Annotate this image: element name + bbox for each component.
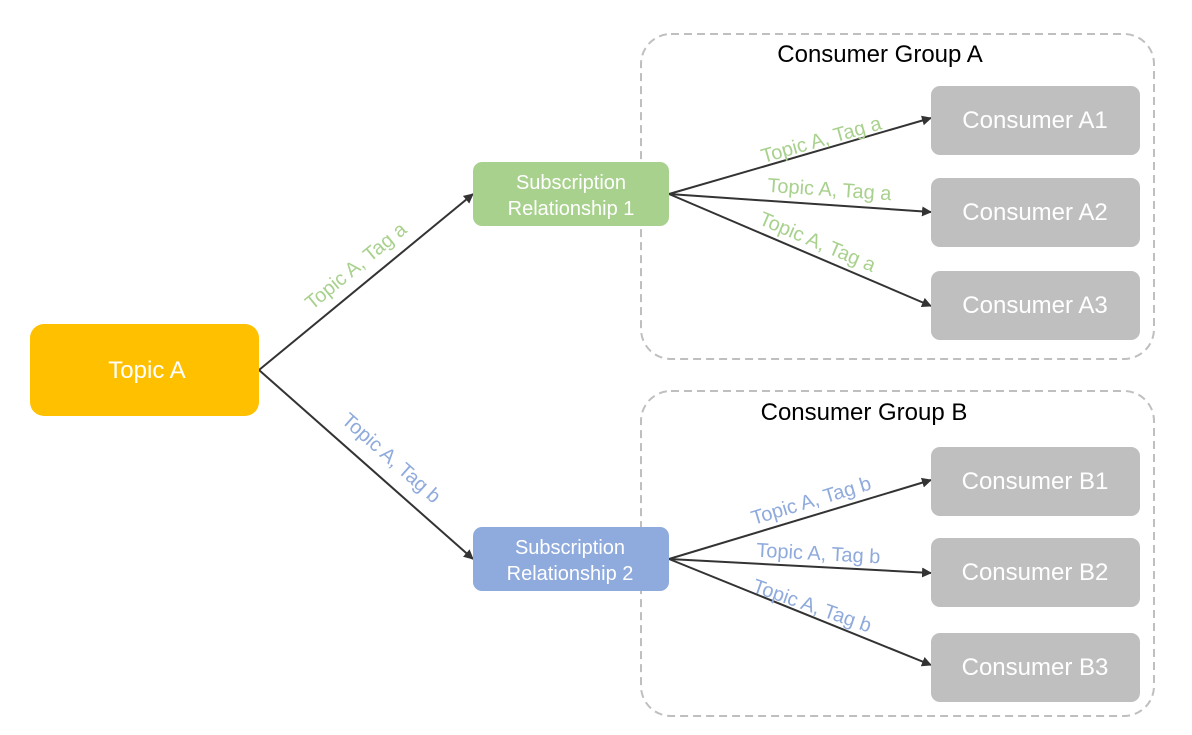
arrow-sub2-to-b3 (668, 558, 932, 667)
consumer-a3-node: Consumer A3 (931, 271, 1140, 340)
subscription-box-1 (473, 162, 669, 226)
consumer-a3-label: Consumer A3 (962, 292, 1107, 319)
consumer-group-b-title: Consumer Group B (761, 399, 968, 426)
consumer-a2-box (931, 178, 1140, 247)
edge-label-topic-sub2: Topic A, Tag b (337, 409, 445, 508)
consumer-a1-box (931, 86, 1140, 155)
consumer-b1-box (931, 447, 1140, 516)
arrow-sub2-to-b1 (668, 477, 932, 560)
edge-label-sub1-a2: Topic A, Tag a (767, 175, 893, 205)
consumer-a1-node: Consumer A1 (931, 86, 1140, 155)
consumer-b3-label: Consumer B3 (962, 654, 1109, 681)
subscription-1-line2: Relationship 1 (508, 198, 635, 220)
edge-label-sub2-b3: Topic A, Tag b (750, 575, 874, 637)
consumer-b2-node: Consumer B2 (931, 538, 1140, 607)
edge-label-sub1-a1: Topic A, Tag a (759, 112, 885, 168)
consumer-b2-label: Consumer B2 (962, 559, 1109, 586)
arrow-sub1-to-a1 (668, 115, 932, 195)
arrow-sub1-to-a3 (668, 193, 932, 308)
consumer-b1-node: Consumer B1 (931, 447, 1140, 516)
arrow-topic-to-sub1 (258, 193, 474, 371)
consumer-b3-node: Consumer B3 (931, 633, 1140, 702)
topic-label: Topic A (108, 357, 185, 384)
consumer-b2-box (931, 538, 1140, 607)
edge-label-sub2-b1: Topic A, Tag b (749, 473, 874, 530)
consumer-a2-label: Consumer A2 (962, 199, 1107, 226)
consumer-b3-box (931, 633, 1140, 702)
subscription-node-1: Subscription Relationship 1 (473, 162, 669, 226)
arrow-sub1-to-a2 (668, 193, 932, 217)
topic-node: Topic A (30, 324, 259, 416)
subscription-2-line2: Relationship 2 (507, 563, 634, 585)
subscription-node-2: Subscription Relationship 2 (473, 527, 669, 591)
consumer-b1-label: Consumer B1 (962, 468, 1109, 495)
topic-box (30, 324, 259, 416)
arrow-topic-to-sub2 (258, 369, 474, 560)
edge-label-topic-sub1: Topic A, Tag a (301, 218, 411, 315)
consumer-a3-box (931, 271, 1140, 340)
subscription-box-2 (473, 527, 669, 591)
subscription-2-line1: Subscription (515, 537, 625, 559)
consumer-a1-label: Consumer A1 (962, 107, 1107, 134)
consumer-a2-node: Consumer A2 (931, 178, 1140, 247)
subscription-1-line1: Subscription (516, 172, 626, 194)
arrow-sub2-to-b2 (668, 558, 932, 578)
edge-label-sub1-a3: Topic A, Tag a (756, 208, 880, 277)
consumer-group-a-title: Consumer Group A (777, 41, 982, 68)
